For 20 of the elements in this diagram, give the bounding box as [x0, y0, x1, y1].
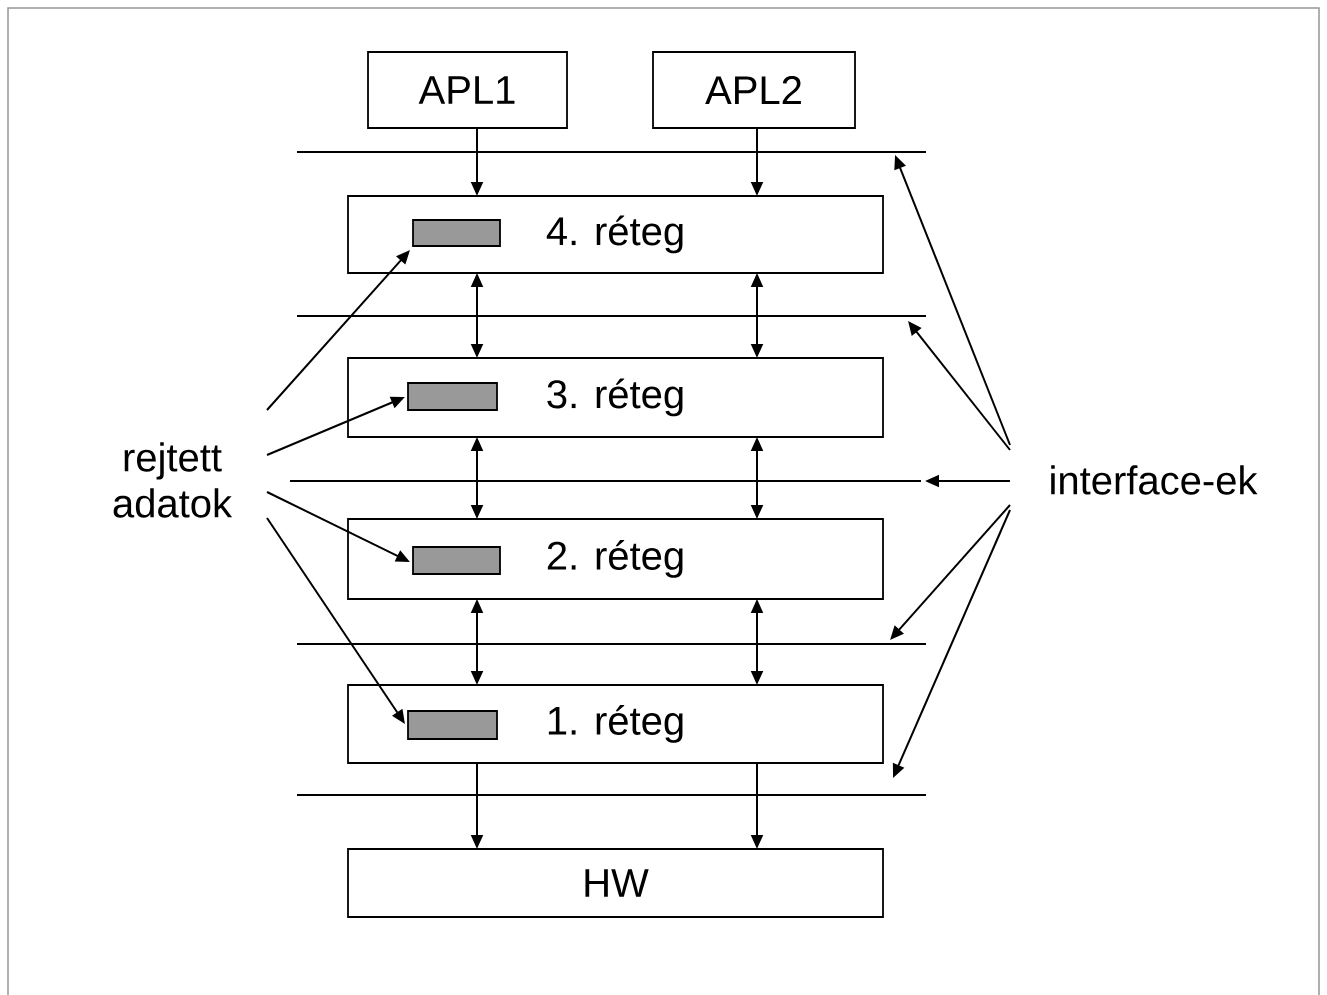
arrow: [890, 504, 1011, 640]
layer-box: HW: [347, 848, 884, 918]
data-block: [412, 546, 501, 575]
data-block: [407, 710, 498, 740]
interface-line: [297, 794, 926, 796]
layer-box: APL1: [367, 51, 568, 129]
layer-box: 3. réteg: [347, 357, 884, 438]
data-block: [412, 219, 501, 247]
data-block: [407, 382, 498, 411]
interface-line: [290, 480, 921, 482]
layer-box: APL2: [652, 51, 856, 129]
interface-line: [297, 151, 926, 153]
interface-line: [297, 643, 926, 645]
arrow: [266, 250, 410, 411]
layer-box: 2. réteg: [347, 518, 884, 600]
annotation-text: rejtett adatok: [113, 442, 233, 518]
layer-box: 4. réteg: [347, 195, 884, 274]
interface-line: [297, 315, 926, 317]
annotation-text: interface-ek: [1051, 465, 1258, 495]
layer-box: 1. réteg: [347, 684, 884, 764]
